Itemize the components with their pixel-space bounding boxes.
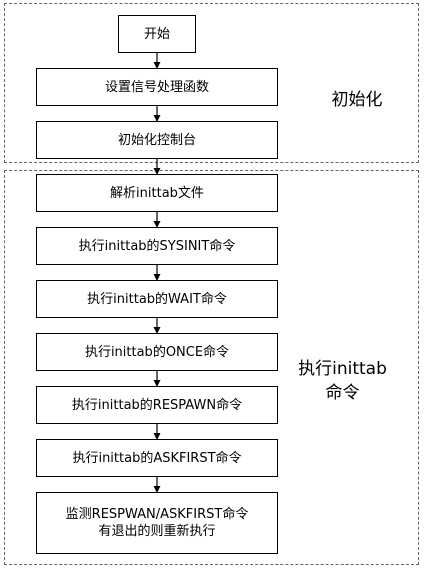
- exec-section-label: 执行inittab 命令: [285, 357, 400, 405]
- step-exec-once-text: 执行inittab的ONCE命令: [84, 344, 230, 360]
- step-exec-sysinit: 执行inittab的SYSINIT命令: [36, 227, 278, 265]
- step-exec-askfirst: 执行inittab的ASKFIRST命令: [36, 439, 278, 477]
- step-monitor-restart-line1: 监测RESPWAN/ASKFIRST命令: [65, 507, 249, 522]
- step-parse-inittab-text: 解析inittab文件: [110, 185, 204, 201]
- step-exec-wait-text: 执行inittab的WAIT命令: [87, 291, 227, 307]
- step-monitor-restart-line2: 有退出的则重新执行: [98, 524, 216, 539]
- init-section-border: [4, 3, 419, 163]
- exec-section-label-line1: 执行inittab: [298, 359, 387, 379]
- step-start: 开始: [118, 15, 196, 53]
- step-monitor-restart: 监测RESPWAN/ASKFIRST命令 有退出的则重新执行: [36, 492, 278, 554]
- step-exec-askfirst-text: 执行inittab的ASKFIRST命令: [72, 450, 242, 466]
- step-start-text: 开始: [143, 26, 170, 42]
- exec-section-label-line2: 命令: [325, 383, 360, 403]
- exec-section-border: [4, 170, 419, 565]
- step-init-console: 初始化控制台: [36, 121, 278, 159]
- step-init-console-text: 初始化控制台: [117, 132, 196, 148]
- step-parse-inittab: 解析inittab文件: [36, 174, 278, 212]
- step-set-signal-handler-text: 设置信号处理函数: [104, 79, 209, 95]
- step-set-signal-handler: 设置信号处理函数: [36, 68, 278, 106]
- step-exec-once: 执行inittab的ONCE命令: [36, 333, 278, 371]
- step-exec-wait: 执行inittab的WAIT命令: [36, 280, 278, 318]
- step-exec-sysinit-text: 执行inittab的SYSINIT命令: [78, 238, 236, 254]
- init-section-label: 初始化: [331, 90, 383, 110]
- step-exec-respawn: 执行inittab的RESPAWN命令: [36, 386, 278, 424]
- step-exec-respawn-text: 执行inittab的RESPAWN命令: [71, 397, 243, 413]
